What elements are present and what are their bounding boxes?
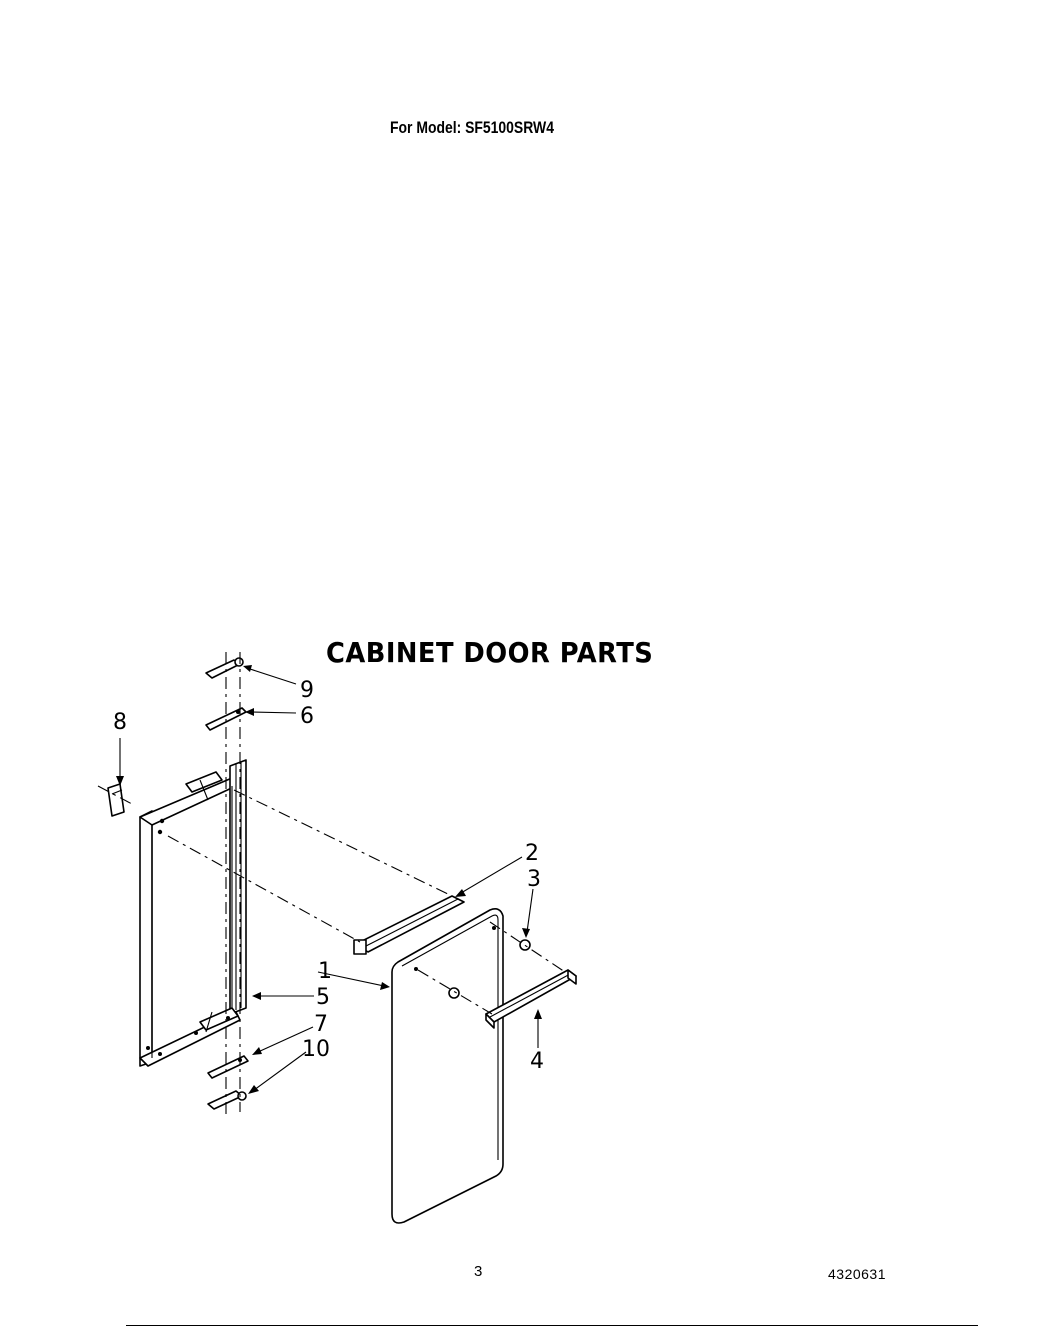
door-frame-part	[139, 759, 247, 1067]
diagram-title: CABINET DOOR PARTS	[326, 636, 654, 669]
top-trim-part	[353, 895, 465, 955]
callout-6: 6	[300, 704, 314, 729]
callout-7: 7	[314, 1012, 328, 1037]
assembly-lines	[97, 652, 566, 1115]
page-number: 3	[474, 1263, 483, 1280]
door-panel-part	[391, 908, 504, 1224]
callout-2: 2	[525, 841, 539, 866]
bottom-rule-segment	[958, 1325, 978, 1326]
bottom-rule	[126, 1325, 976, 1326]
callout-3: 3	[527, 867, 541, 892]
side-bracket-part	[107, 783, 125, 817]
callout-10: 10	[302, 1037, 330, 1062]
callout-5: 5	[316, 985, 330, 1010]
model-label: For Model: SF5100SRW4	[390, 118, 554, 137]
handle-screws-part	[448, 939, 531, 999]
bottom-shim-part	[207, 1055, 249, 1079]
top-hinge-part	[205, 657, 244, 679]
document-number: 4320631	[828, 1266, 887, 1282]
callout-leaders	[116, 665, 542, 1094]
callout-1: 1	[318, 959, 332, 984]
callout-8: 8	[113, 710, 127, 735]
door-handle-part	[485, 969, 577, 1029]
callout-4: 4	[530, 1049, 544, 1074]
callout-9: 9	[300, 678, 314, 703]
